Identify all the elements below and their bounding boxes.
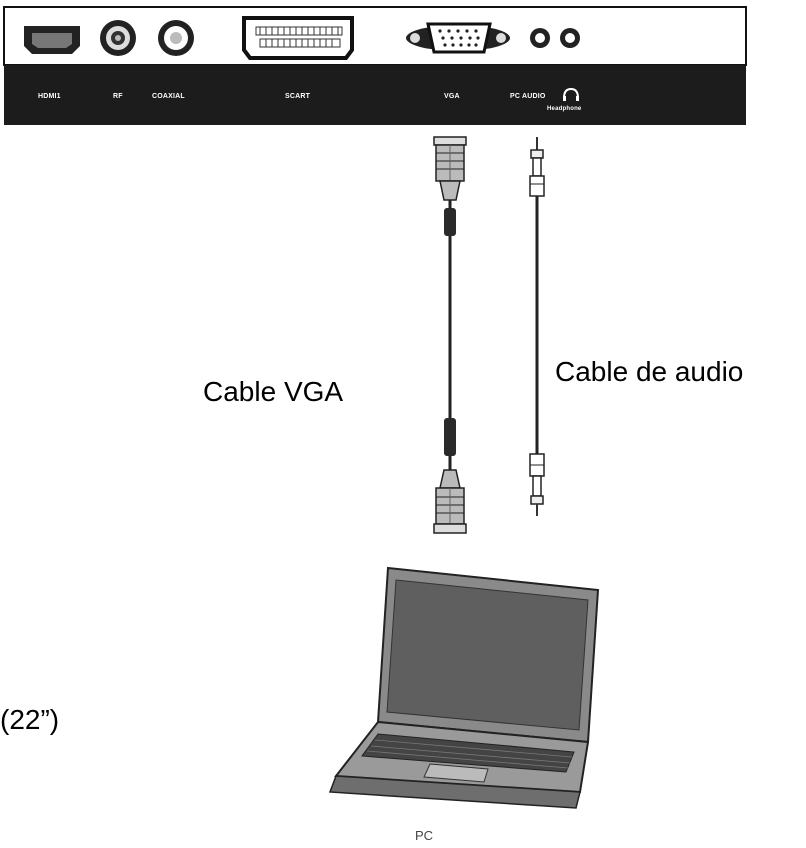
audio-cable-label: Cable de audio [555,356,744,387]
vga-port-label: VGA [444,93,460,100]
scart-port-icon [242,16,354,60]
vga-cable-label: Cable VGA [203,376,344,407]
size-note: (22”) [0,704,60,735]
audio-jack-icon [530,28,580,48]
coaxial-port-icon [158,20,194,56]
headphone-label: Headphone [547,106,582,112]
vga-cable [433,136,467,534]
rf-port-label: RF [113,93,123,100]
coaxial-port-label: COAXIAL [152,93,185,100]
hdmi-port-icon [24,26,80,54]
scart-port-label: SCART [285,93,311,100]
laptop-icon [328,566,600,809]
vga-connector-icon [433,136,467,201]
hdmi-port-label: HDMI1 [38,93,61,100]
rf-port-icon [100,20,136,56]
pc-audio-port-label: PC AUDIO [510,93,546,100]
vga-port-icon [406,22,510,54]
audio-cable [529,137,545,516]
tv-back-panel [3,6,747,125]
vga-connector-icon [433,469,467,534]
rca-plug-icon [529,137,545,197]
headphone-icon [563,87,579,101]
rca-plug-icon [529,453,545,516]
pc-label: PC [415,828,434,843]
